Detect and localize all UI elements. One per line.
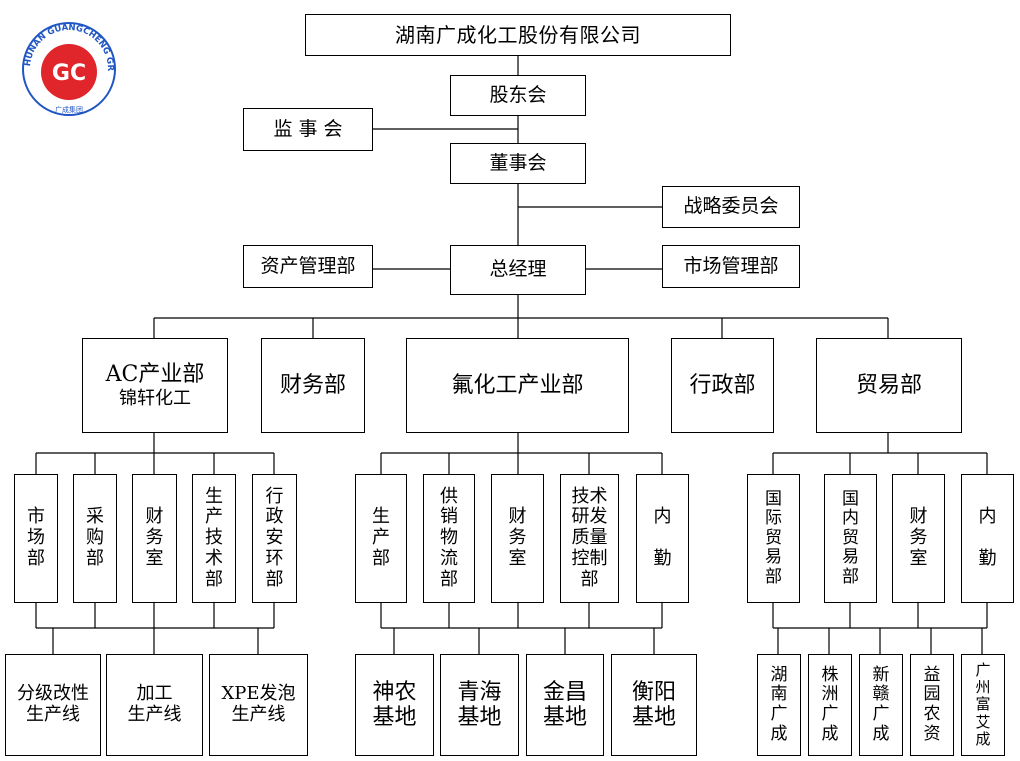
supervisors-box: 监 事 会: [243, 108, 373, 151]
ac-line-box: XPE发泡 生产线: [209, 654, 308, 756]
shareholders-box: 股东会: [450, 75, 586, 116]
board-box: 董事会: [450, 143, 586, 184]
company-box: 湖南广成化工股份有限公司: [305, 14, 731, 56]
trade-division-label: 贸易部: [855, 372, 922, 398]
fluoro-dept-label: 内 勤: [653, 506, 672, 569]
trade-dept-label: 财 务 室: [909, 506, 928, 569]
ac-dept-label: 财 务 室: [145, 506, 164, 569]
trade-company-box: 新 赣 广 成: [859, 654, 903, 756]
logo-mark-text: GC: [52, 61, 86, 86]
ac-dept-label: 生 产 技 术 部: [205, 485, 223, 590]
trade-division-box: 贸易部: [816, 338, 962, 433]
ac-division-sub-label: 锦轩化工: [119, 387, 191, 409]
fluoro-dept-label: 供 销 物 流 部: [440, 485, 458, 590]
trade-company-label: 株 洲 广 成: [821, 664, 839, 744]
trade-dept-label: 国 际 贸 易 部: [765, 488, 782, 587]
trade-company-label: 湖 南 广 成: [770, 664, 788, 744]
fluoro-dept-box: 供 销 物 流 部: [423, 474, 475, 603]
finance-division-label: 财务部: [279, 372, 346, 398]
admin-division-label: 行政部: [689, 372, 756, 398]
fluoro-base-box: 青海 基地: [440, 654, 519, 756]
ac-dept-label: 行 政 安 环 部: [265, 485, 284, 590]
ac-dept-label: 采 购 部: [86, 506, 104, 569]
ac-dept-label: 市 场 部: [27, 506, 45, 569]
trade-company-box: 广 州 富 艾 成: [961, 654, 1005, 756]
trade-dept-box: 国 内 贸 易 部: [824, 474, 877, 603]
supervisors-label: 监 事 会: [273, 117, 343, 140]
fluoro-dept-box: 财 务 室: [491, 474, 544, 603]
trade-company-box: 株 洲 广 成: [808, 654, 852, 756]
fluoro-dept-label: 财 务 室: [508, 506, 527, 569]
fluoro-dept-box: 技术 研发 质量 控制 部: [560, 474, 619, 603]
ac-dept-box: 财 务 室: [132, 474, 177, 603]
fluoro-dept-box: 内 勤: [636, 474, 689, 603]
shareholders-label: 股东会: [489, 83, 547, 106]
ac-line-label: XPE发泡 生产线: [221, 683, 296, 725]
trade-company-box: 益 园 农 资: [910, 654, 954, 756]
fluoro-base-label: 神农 基地: [372, 679, 417, 730]
ac-dept-box: 行 政 安 环 部: [252, 474, 297, 603]
ac-line-label: 分级改性 生产线: [17, 683, 89, 725]
ac-division-box: AC产业部 锦轩化工: [82, 338, 228, 433]
finance-division-box: 财务部: [261, 338, 365, 433]
ac-line-box: 加工 生产线: [106, 654, 203, 756]
strategy-committee-box: 战略委员会: [662, 186, 800, 228]
market-mgmt-box: 市场管理部: [662, 245, 800, 288]
fluoro-dept-label: 技术 研发 质量 控制 部: [571, 485, 608, 590]
trade-dept-box: 国 际 贸 易 部: [747, 474, 800, 603]
fluoro-base-box: 金昌 基地: [526, 654, 604, 756]
fluoro-base-label: 青海 基地: [457, 679, 502, 730]
logo-mark: [41, 44, 97, 100]
board-label: 董事会: [489, 151, 547, 174]
trade-company-label: 新 赣 广 成: [872, 664, 890, 744]
company-logo: HUNAN GUANGCHENG GROUP GC 广成集团: [20, 20, 116, 116]
trade-dept-box: 内 勤: [961, 474, 1014, 603]
ac-dept-box: 生 产 技 术 部: [192, 474, 236, 603]
ac-line-box: 分级改性 生产线: [5, 654, 101, 756]
fluoro-division-label: 氟化工产业部: [451, 372, 584, 398]
asset-mgmt-box: 资产管理部: [243, 245, 373, 288]
fluoro-base-box: 神农 基地: [355, 654, 434, 756]
trade-dept-label: 国 内 贸 易 部: [842, 488, 859, 587]
company-name: 湖南广成化工股份有限公司: [395, 22, 641, 47]
fluoro-base-box: 衡阳 基地: [611, 654, 697, 756]
asset-mgmt-label: 资产管理部: [260, 254, 356, 277]
general-manager-box: 总经理: [450, 245, 586, 295]
market-mgmt-label: 市场管理部: [683, 254, 779, 277]
fluoro-base-label: 金昌 基地: [542, 679, 587, 730]
fluoro-base-label: 衡阳 基地: [631, 679, 676, 730]
fluoro-division-box: 氟化工产业部: [406, 338, 629, 433]
admin-division-box: 行政部: [671, 338, 774, 433]
trade-company-label: 益 园 农 资: [923, 664, 941, 744]
logo-bottom-text: 广成集团: [55, 105, 83, 114]
fluoro-dept-label: 生 产 部: [372, 506, 390, 569]
ac-line-label: 加工 生产线: [127, 683, 182, 725]
trade-dept-label: 内 勤: [978, 506, 997, 569]
ac-division-label: AC产业部: [105, 361, 205, 387]
ac-dept-box: 市 场 部: [14, 474, 58, 603]
general-manager-label: 总经理: [489, 258, 547, 281]
trade-company-box: 湖 南 广 成: [757, 654, 801, 756]
fluoro-dept-box: 生 产 部: [355, 474, 407, 603]
trade-dept-box: 财 务 室: [892, 474, 945, 603]
trade-company-label: 广 州 富 艾 成: [975, 660, 991, 748]
strategy-committee-label: 战略委员会: [683, 195, 779, 218]
ac-dept-box: 采 购 部: [73, 474, 117, 603]
